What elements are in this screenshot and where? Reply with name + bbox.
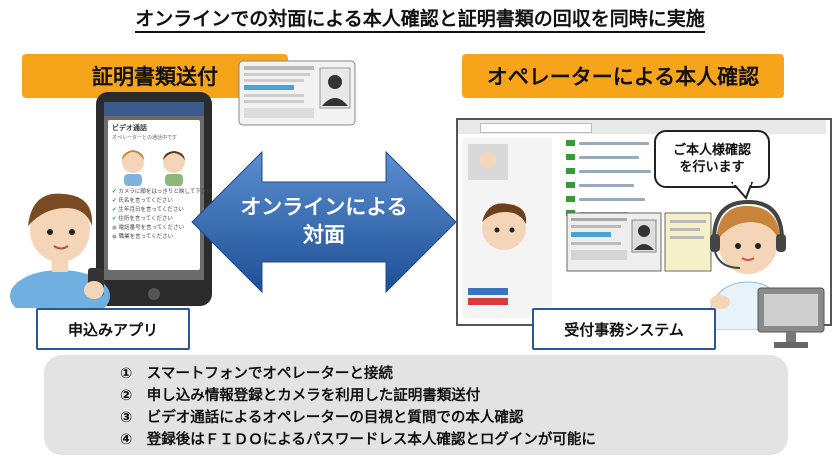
system-label: 受付事務システム [532, 308, 716, 350]
arrow-text-line1: オンラインによる [240, 195, 407, 219]
chat-log [566, 140, 656, 216]
check-item: ✔ カメラに顔をはっきりと映して下さい [112, 189, 212, 195]
action-button-red [468, 298, 508, 305]
check-item: ✔ 住所を言ってください [112, 216, 173, 222]
video-faces-icon [122, 150, 185, 186]
check-item: ✔ 氏名を言ってください [112, 198, 173, 204]
address-field [480, 123, 592, 133]
card-title: ビデオ通話 [112, 124, 147, 132]
id-card-icon [238, 60, 356, 126]
operator-video-icon [468, 144, 527, 250]
phone-app-bar [104, 102, 204, 116]
arrow-shape [191, 150, 457, 294]
page-title: オンラインでの対面による本人確認と証明書類の回収を同時に実施 [0, 4, 840, 33]
bubble-tail-icon [730, 182, 754, 200]
step-item: ② 申し込み情報登録とカメラを利用した証明書類送付 [120, 388, 481, 404]
speech-bubble: ご本人様確認 を行います [654, 130, 770, 188]
check-item: ● 電話番号を言ってください [112, 225, 185, 231]
step-item: ④ 登録後はＦＩＤＯによるパスワードレス本人確認とログインが可能に [120, 432, 596, 448]
arrow-text-line2: 対面 [303, 223, 345, 247]
steps-panel [44, 355, 788, 455]
app-label: 申込みアプリ [36, 308, 190, 350]
step-item: ③ ビデオ通話によるオペレーターの目視と質問での本人確認 [120, 410, 524, 426]
action-button-blue [468, 288, 508, 295]
check-item: ✔ 生年月日を言ってください [112, 207, 184, 213]
desktop-pc-icon [757, 287, 825, 348]
id-card-image-icon [566, 212, 662, 272]
video-call-card: ビデオ通話 オペレーターとの通話中です ✔ カメラに顔をはっきりと映して下さい … [108, 120, 212, 270]
user-person-icon [10, 193, 110, 308]
check-item: ● 職業を言ってください [112, 234, 174, 240]
step-item: ① スマートフォンでオペレーターと接続 [120, 366, 393, 382]
card-subtitle: オペレーターとの通話中です [112, 135, 177, 141]
double-arrow: オンラインによる 対面 [191, 150, 457, 294]
id-card-back-icon [664, 212, 712, 272]
right-heading: オペレーターによる本人確認 [462, 54, 784, 98]
phone-home-button [148, 288, 160, 300]
